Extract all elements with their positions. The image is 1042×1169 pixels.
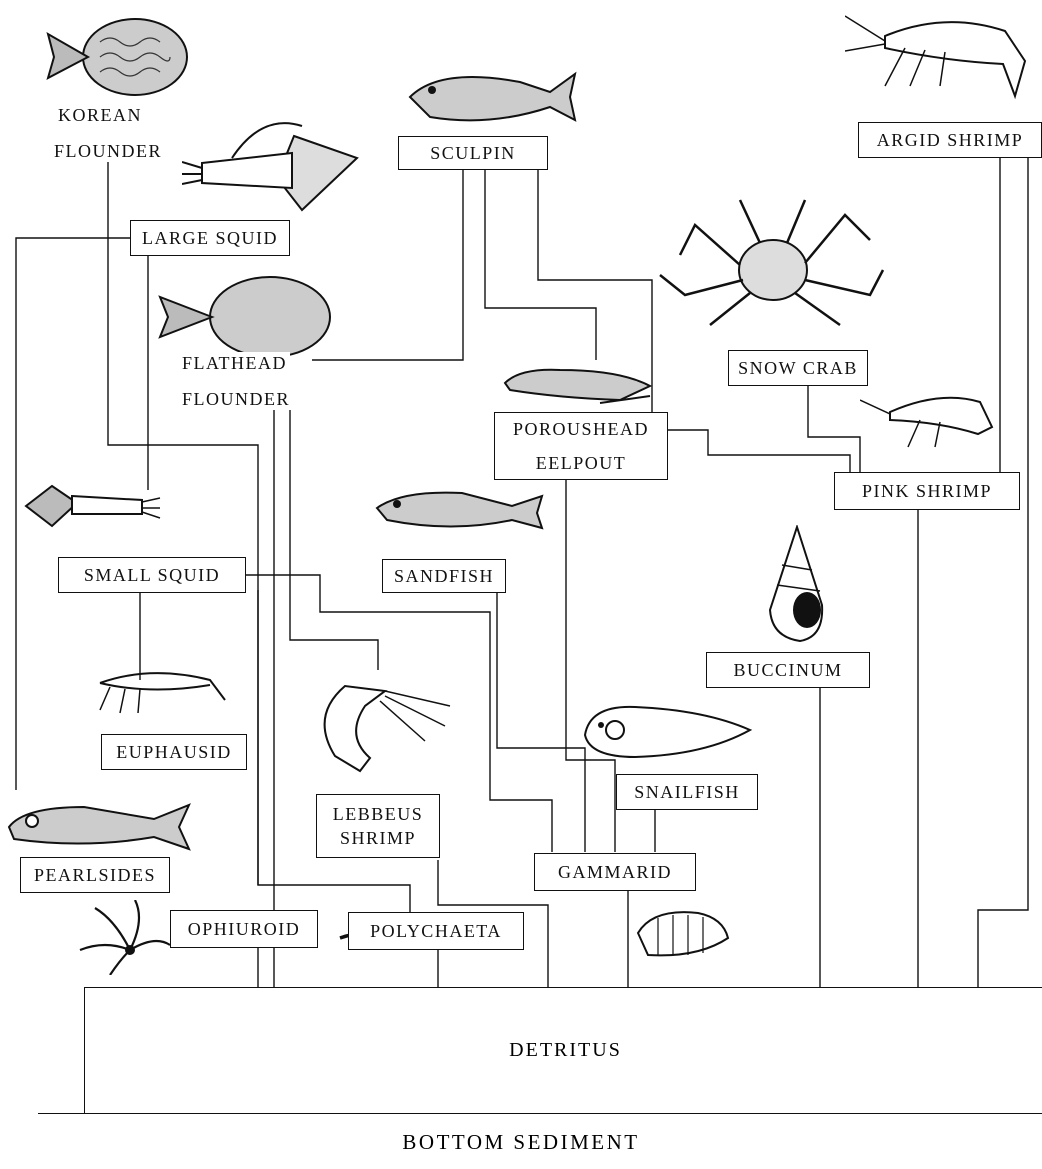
argid-shrimp-box: ARGID SHRIMP [858,122,1042,158]
snailfish-label: SNAILFISH [634,780,740,804]
lebbeus-shrimp-line2: SHRIMP [340,826,416,850]
sculpin-box: SCULPIN [398,136,548,170]
pearlsides-label: PEARLSIDES [34,863,156,887]
euphausid-box: EUPHAUSID [101,734,247,770]
argid-shrimp-label: ARGID SHRIMP [877,128,1024,152]
polychaeta-label: POLYCHAETA [370,919,502,943]
flathead-flounder-line2: FLOUNDER [182,388,290,410]
large-squid-label: LARGE SQUID [142,226,278,250]
gammarid-box: GAMMARID [534,853,696,891]
gammarid-label: GAMMARID [558,860,672,884]
korean-flounder-icon [40,12,190,102]
euphausid-label: EUPHAUSID [116,740,232,764]
pearlsides-icon [4,797,194,857]
ophiuroid-box: OPHIUROID [170,910,318,948]
buccinum-icon [762,525,832,645]
snailfish-box: SNAILFISH [616,774,758,810]
snailfish-icon [575,695,755,770]
poroushead-eelpout-line1: POROUSHEAD [513,417,649,441]
brittle-star-icon [75,900,175,975]
sandfish-box: SANDFISH [382,559,506,593]
euphausid-icon [80,655,230,715]
flathead-flounder-label: FLATHEAD FLOUNDER [182,352,290,410]
snow-crab-icon [655,185,885,335]
polychaeta-box: POLYCHAETA [348,912,524,950]
ophiuroid-label: OPHIUROID [188,917,301,941]
pink-shrimp-icon [860,382,1000,450]
korean-flounder-label: KOREAN FLOUNDER [58,104,162,162]
detritus-label: DETRITUS [509,1039,622,1062]
poroushead-eelpout-line2: EELPOUT [536,451,627,475]
lebbeus-shrimp-line1: LEBBEUS [333,802,424,826]
snow-crab-box: SNOW CRAB [728,350,868,386]
large-squid-box: LARGE SQUID [130,220,290,256]
korean-flounder-line1: KOREAN [58,104,162,126]
small-squid-box: SMALL SQUID [58,557,246,593]
sediment-line [38,1113,1042,1114]
small-squid-icon [22,478,162,533]
snow-crab-label: SNOW CRAB [738,356,858,380]
poroushead-eelpout-box: POROUSHEAD EELPOUT [494,412,668,480]
bottom-sediment-label: BOTTOM SEDIMENT [0,1130,1042,1155]
large-squid-icon [182,118,364,216]
pink-shrimp-label: PINK SHRIMP [862,479,992,503]
flathead-flounder-icon [150,272,335,362]
small-squid-label: SMALL SQUID [84,563,220,587]
lebbeus-shrimp-box: LEBBEUS SHRIMP [316,794,440,858]
poroushead-eelpout-icon [500,358,655,408]
amphipod-icon [628,903,738,968]
sandfish-label: SANDFISH [394,564,494,588]
buccinum-label: BUCCINUM [733,658,842,682]
detritus-box: DETRITUS [84,987,1042,1114]
flathead-flounder-line1: FLATHEAD [182,352,290,374]
sculpin-label: SCULPIN [430,141,516,165]
pearlsides-box: PEARLSIDES [20,857,170,893]
lebbeus-shrimp-icon [305,676,455,776]
pink-shrimp-box: PINK SHRIMP [834,472,1020,510]
buccinum-box: BUCCINUM [706,652,870,688]
argid-shrimp-icon [845,6,1035,101]
sculpin-icon [400,62,580,132]
sandfish-icon [372,478,547,548]
korean-flounder-line2: FLOUNDER [54,140,162,162]
